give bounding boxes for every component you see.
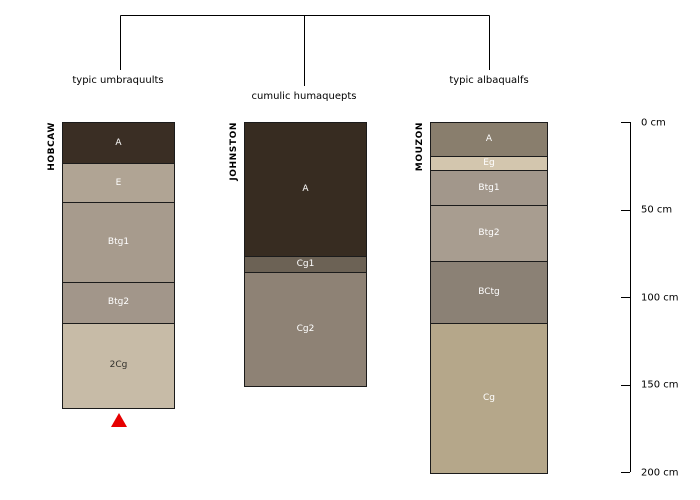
depth-tick [621,209,630,211]
horizon-label: Cg [483,392,495,403]
horizon-cg2: Cg2 [245,271,366,386]
horizon-label: A [302,184,309,194]
red-triangle-marker [110,413,127,428]
horizon-label: Btg1 [478,182,500,193]
horizon-cg1: Cg1 [245,256,366,272]
depth-tick-label: 100 cm [641,292,679,303]
horizon-a: A [63,123,174,164]
profile-id-label: HOBCAW [47,122,57,171]
dendrogram [120,15,490,86]
taxon-label-humaquepts: cumulic humaquepts [251,91,357,102]
horizon-btg1: Btg1 [431,170,547,206]
profile-id-label: MOUZON [415,122,425,172]
horizon-label: Cg2 [296,323,315,334]
horizon-label: A [115,137,122,148]
depth-axis-line [630,122,631,472]
horizon-btg1: Btg1 [63,201,174,283]
horizon-label: Btg1 [107,237,130,247]
horizon-label: Btg2 [478,228,500,239]
horizon-e: E [63,163,174,202]
depth-tick [621,122,630,123]
depth-tick-label: 0 cm [641,117,666,128]
horizon-label: E [115,177,122,188]
horizon-2cg: 2Cg [63,322,174,409]
horizon-label: BCtg [478,286,500,297]
depth-tick [621,472,630,473]
profile-id-label: JOHNSTON [229,122,239,181]
horizon-btg2: Btg2 [431,205,547,262]
horizon-label: Cg1 [296,258,315,269]
horizon-label: Btg2 [107,297,130,308]
depth-tick-label: 150 cm [641,379,679,391]
horizon-btg2: Btg2 [63,282,174,323]
horizon-a: A [245,123,366,256]
horizon-bctg: BCtg [431,261,547,323]
taxon-label-umbraquults: typic umbraquults [72,75,164,86]
horizon-cg: Cg [431,322,547,473]
depth-tick-label: 50 cm [641,204,673,216]
depth-tick [621,384,630,386]
horizon-label: A [485,134,493,145]
depth-tick [621,297,630,298]
horizon-label: Eg [483,158,495,169]
depth-tick-label: 200 cm [641,467,679,478]
horizon-label: 2Cg [109,360,128,371]
taxon-label-albaqualfs: typic albaqualfs [449,75,529,86]
horizon-eg: Eg [431,156,547,171]
horizon-a: A [431,123,547,157]
